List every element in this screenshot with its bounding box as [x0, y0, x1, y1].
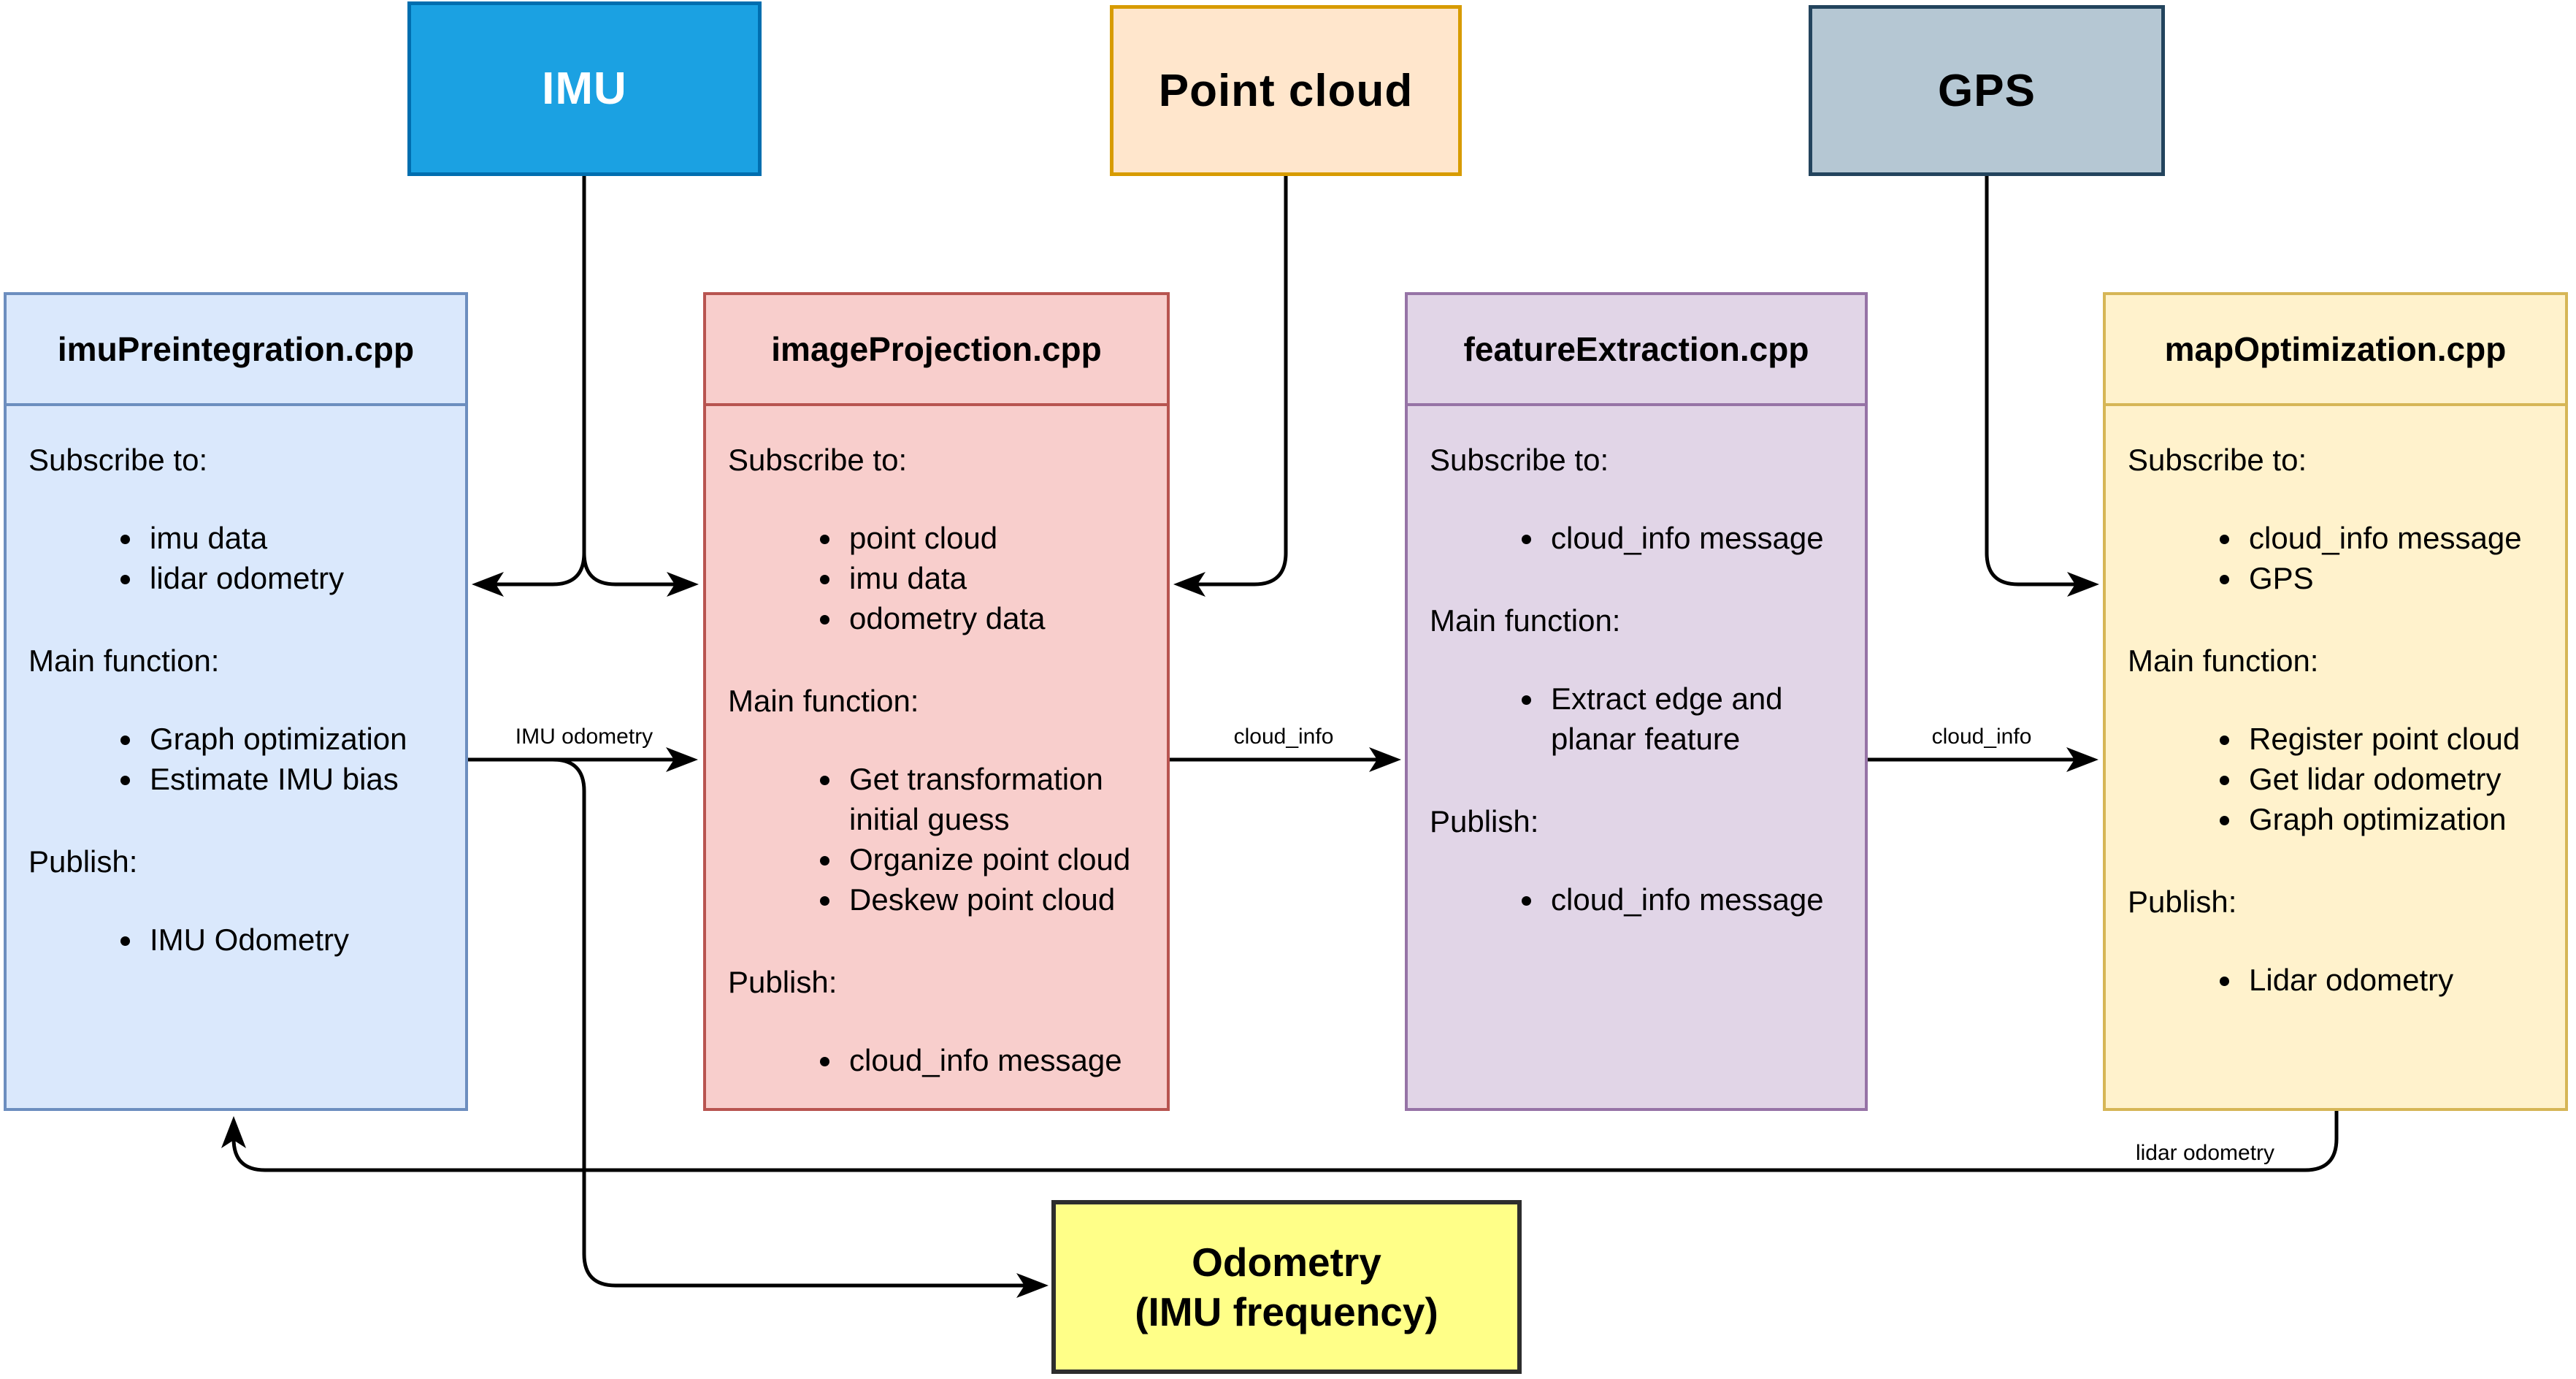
- connector-gps: [1985, 176, 2090, 587]
- sink-box-odometry: Odometry (IMU frequency): [1051, 1200, 1522, 1374]
- module-title: imageProjection.cpp: [771, 330, 1102, 368]
- bullet-list: imu datalidar odometry: [28, 518, 455, 598]
- section-heading: Main function:: [2128, 643, 2319, 678]
- arrowhead-right: [666, 747, 698, 772]
- module-body: Subscribe to: point cloudimu dataodometry…: [706, 406, 1167, 1080]
- bullet-list: cloud_info messageGPS: [2128, 518, 2555, 598]
- edge-label-imu-odometry: IMU odometry: [515, 725, 653, 749]
- connector-lidar-odometry: [231, 1111, 2339, 1172]
- bullet-item: cloud_info message: [843, 1040, 1157, 1080]
- bullet-item: IMU Odometry: [144, 920, 455, 960]
- section-heading: Publish:: [28, 844, 138, 879]
- bullet-item: cloud_info message: [1545, 879, 1855, 920]
- arrowhead-right: [1369, 747, 1401, 772]
- arrowhead-left: [472, 572, 504, 597]
- module-header: mapOptimization.cpp: [2106, 295, 2565, 406]
- edge-label-lidar-odometry: lidar odometry: [2135, 1141, 2275, 1165]
- module-title: imuPreintegration.cpp: [57, 330, 415, 368]
- source-box-point-cloud: Point cloud: [1110, 5, 1462, 176]
- section-heading: Subscribe to:: [28, 443, 208, 477]
- module-body: Subscribe to: cloud_info messageGPS Main f…: [2106, 406, 2565, 1000]
- bullet-item: Graph optimization: [2243, 799, 2555, 839]
- bullet-list: cloud_info message: [728, 1040, 1157, 1080]
- module-title: featureExtraction.cpp: [1463, 330, 1809, 368]
- section-heading: Subscribe to:: [2128, 443, 2307, 477]
- bullet-list: Graph optimizationEstimate IMU bias: [28, 719, 455, 799]
- source-label-point-cloud: Point cloud: [1158, 65, 1414, 116]
- arrowhead-right: [2066, 747, 2098, 772]
- bullet-item: cloud_info message: [1545, 518, 1855, 558]
- section-heading: Subscribe to:: [1430, 443, 1609, 477]
- bullet-item: imu data: [144, 518, 455, 558]
- bullet-item: GPS: [2243, 558, 2555, 598]
- bullet-item: Estimate IMU bias: [144, 759, 455, 799]
- bullet-list: IMU Odometry: [28, 920, 455, 960]
- section-heading: Publish:: [1430, 804, 1539, 839]
- section-heading: Main function:: [728, 684, 919, 718]
- edge-label-cloud-info-1: cloud_info: [1233, 725, 1334, 749]
- bullet-item: Deskew point cloud: [843, 879, 1157, 920]
- source-box-gps: GPS: [1809, 5, 2165, 176]
- bullet-list: Extract edge and planar feature: [1430, 679, 1855, 759]
- bullet-item: cloud_info message: [2243, 518, 2555, 558]
- bullet-item: Organize point cloud: [843, 839, 1157, 879]
- source-label-imu: IMU: [542, 64, 627, 114]
- sink-label-line1: Odometry: [1192, 1239, 1381, 1285]
- bullet-item: lidar odometry: [144, 558, 455, 598]
- section-heading: Main function:: [1430, 603, 1621, 638]
- bullet-item: Extract edge and planar feature: [1545, 679, 1855, 759]
- arrowhead-up: [221, 1116, 246, 1148]
- bullet-list: point cloudimu dataodometry data: [728, 518, 1157, 638]
- module-imupreintegration: imuPreintegration.cpp Subscribe to: imu d…: [4, 292, 468, 1111]
- bullet-item: point cloud: [843, 518, 1157, 558]
- bullet-list: Register point cloudGet lidar odometryGr…: [2128, 719, 2555, 839]
- module-header: imuPreintegration.cpp: [7, 295, 465, 406]
- module-header: featureExtraction.cpp: [1408, 295, 1865, 406]
- source-box-imu: IMU: [407, 1, 762, 176]
- arrowhead-left: [1173, 572, 1205, 597]
- section-heading: Publish:: [2128, 885, 2237, 919]
- module-featureextraction: featureExtraction.cpp Subscribe to: cloud…: [1405, 292, 1868, 1111]
- bullet-item: Get lidar odometry: [2243, 759, 2555, 799]
- arrowhead-right: [2067, 572, 2099, 597]
- bullet-item: odometry data: [843, 598, 1157, 638]
- module-mapoptimization: mapOptimization.cpp Subscribe to: cloud_i…: [2103, 292, 2568, 1111]
- bullet-list: cloud_info message: [1430, 879, 1855, 920]
- edge-label-cloud-info-2: cloud_info: [1931, 725, 2032, 749]
- bullet-item: Lidar odometry: [2243, 960, 2555, 1000]
- bullet-list: cloud_info message: [1430, 518, 1855, 558]
- module-body: Subscribe to: imu datalidar odometryMain …: [7, 406, 465, 960]
- module-header: imageProjection.cpp: [706, 295, 1167, 406]
- section-heading: Subscribe to:: [728, 443, 908, 477]
- sink-label-line2: (IMU frequency): [1135, 1289, 1438, 1334]
- bullet-list: Get transformation initial guessOrganize…: [728, 759, 1157, 920]
- bullet-item: Register point cloud: [2243, 719, 2555, 759]
- section-heading: Main function:: [28, 643, 220, 678]
- module-imageprojection: imageProjection.cpp Subscribe to: point c…: [703, 292, 1170, 1111]
- source-label-gps: GPS: [1938, 65, 2036, 116]
- arrowhead-right: [667, 572, 699, 597]
- connector-pointcloud: [1183, 176, 1288, 587]
- arrowhead-right: [1016, 1273, 1049, 1298]
- bullet-item: Get transformation initial guess: [843, 759, 1157, 839]
- connector-imu-split: [481, 176, 690, 587]
- section-heading: Publish:: [728, 965, 837, 999]
- bullet-item: imu data: [843, 558, 1157, 598]
- module-title: mapOptimization.cpp: [2164, 330, 2507, 368]
- bullet-item: Graph optimization: [144, 719, 455, 759]
- bullet-list: Lidar odometry: [2128, 960, 2555, 1000]
